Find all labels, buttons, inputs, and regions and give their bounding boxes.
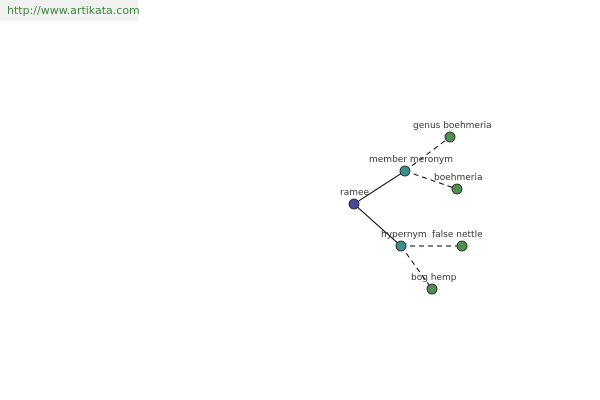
node-label-member-meronym: member meronym [369,155,453,165]
edge-member-meronym-boehmeria [404,170,458,190]
url-link[interactable]: http://www.artikata.com [7,4,140,17]
node-boehmeria[interactable]: boehmeria [434,173,482,195]
node-label-ramee: ramee [340,188,370,198]
url-banner: http://www.artikata.com [0,0,140,21]
edge-member-meronym-genus-boehmeria [404,136,451,172]
node-label-genus-boehmeria: genus boehmeria [413,121,492,131]
node-circle-member-meronym[interactable] [399,165,411,177]
edges-layer [353,136,462,290]
node-ramee[interactable]: ramee [340,188,370,210]
node-circle-hypernym[interactable] [395,240,407,252]
edge-ramee-member-meronym [353,170,406,205]
node-circle-genus-boehmeria[interactable] [444,131,456,143]
node-circle-false-nettle[interactable] [456,240,468,252]
node-bog-hemp[interactable]: bog hemp [411,273,457,295]
edge-ramee-hypernym [353,203,402,247]
node-genus-boehmeria[interactable]: genus boehmeria [413,121,492,143]
node-label-false-nettle: false nettle [432,230,483,240]
node-circle-boehmeria[interactable] [451,183,463,195]
node-member-meronym[interactable]: member meronym [369,155,453,177]
node-label-hypernym: hypernym [381,230,427,240]
node-circle-bog-hemp[interactable] [426,283,438,295]
nodes-layer: ramee member meronym genus boehmeria boehme… [340,121,492,295]
node-label-bog-hemp: bog hemp [411,273,457,283]
node-circle-ramee[interactable] [348,198,360,210]
node-label-boehmeria: boehmeria [434,173,482,183]
node-hypernym[interactable]: hypernym [381,230,427,252]
node-false-nettle[interactable]: false nettle [432,230,483,252]
